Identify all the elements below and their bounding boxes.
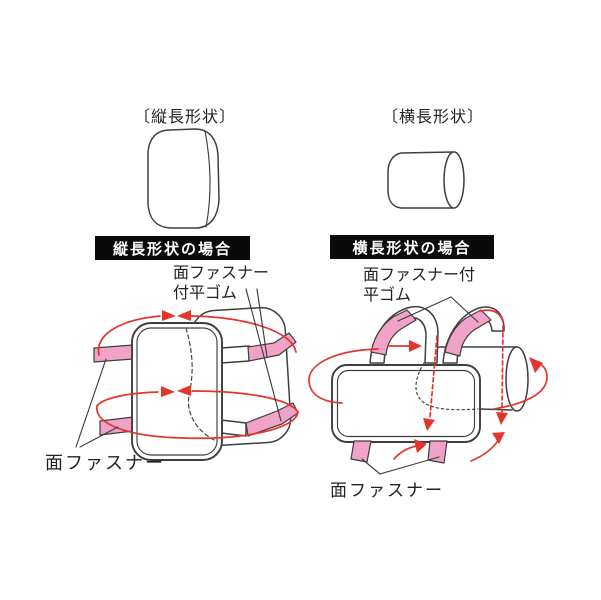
leader-line-velcro-upper bbox=[75, 358, 107, 448]
pull-down-arrow-right-hook bbox=[480, 309, 504, 323]
arrowhead-top-right bbox=[177, 310, 191, 321]
velcro-annotation-right: 面ファスナー bbox=[330, 481, 444, 500]
velcro-tab-left bbox=[350, 440, 372, 463]
velcro-tab-right bbox=[427, 440, 448, 464]
strap-direction-arrowhead bbox=[409, 340, 422, 352]
leader-line-tab-right bbox=[379, 456, 440, 475]
velcro-strap-left bbox=[370, 309, 417, 356]
pull-down-arrowhead-left bbox=[423, 418, 435, 431]
tab-fold-arrow-line bbox=[393, 445, 417, 460]
pull-down-arrowhead-right bbox=[496, 412, 508, 425]
headrest-cylinder-face bbox=[505, 346, 529, 412]
leader-line-tab-left bbox=[361, 458, 381, 475]
leader-line-strap-right bbox=[450, 296, 479, 323]
velcro-strap-upper-left bbox=[93, 344, 134, 363]
arrowhead-mid-right bbox=[177, 385, 191, 396]
leader-line-velcro-lower bbox=[79, 426, 119, 448]
strap-annotation-left-line1: 面ファスナー bbox=[173, 265, 270, 282]
sample-pillow-horizontal bbox=[387, 151, 465, 209]
banner-vertical-case: 縦長形状の場合 bbox=[95, 236, 250, 260]
pillow-vertical-face-edge bbox=[204, 130, 211, 228]
velcro-strap-upper-right bbox=[247, 332, 297, 362]
wrap-arrow-bottom-arc bbox=[96, 405, 299, 440]
diagram-horizontal-case bbox=[308, 296, 548, 475]
wrap-up-arrowhead bbox=[492, 432, 505, 444]
pillow-horizontal-outline bbox=[387, 151, 454, 209]
wrap-arrow-top-left-arc bbox=[97, 315, 161, 356]
pull-down-arrow-left-line bbox=[429, 335, 438, 418]
pad-outline-inner bbox=[336, 369, 476, 438]
tab-fold-arrowhead bbox=[414, 439, 427, 453]
pull-down-arrow-right-line bbox=[501, 325, 504, 413]
vertical-shape-title: 〔縦長形状〕 bbox=[134, 109, 237, 126]
strap-annotation-left-line2: 付平ゴム bbox=[173, 285, 238, 302]
pillow-vertical-outline bbox=[147, 128, 220, 229]
wrap-arrow-left-arc bbox=[308, 348, 379, 404]
leader-line-strap-b bbox=[256, 288, 268, 358]
velcro-strap-right bbox=[444, 309, 492, 357]
wrap-up-arrow-line bbox=[470, 438, 500, 462]
sample-pillow-vertical bbox=[147, 128, 220, 229]
elastic-band-upper-right bbox=[220, 345, 250, 364]
strap-annotation-right: 面ファスナー付 平ゴム bbox=[363, 266, 475, 306]
strap-annotation-right-line1: 面ファスナー付 bbox=[363, 267, 476, 284]
strap-annotation-left: 面ファスナー 付平ゴム bbox=[173, 264, 269, 304]
leader-line-strap-left bbox=[397, 296, 452, 322]
wrap-arrow-right-arrowhead bbox=[529, 357, 543, 373]
pillow-horizontal-face-edge bbox=[443, 151, 465, 209]
banner-horizontal-case: 横長形状の場合 bbox=[330, 235, 494, 259]
diagram-vertical-case bbox=[75, 288, 299, 461]
wrap-arrow-mid-right-arc bbox=[191, 390, 299, 413]
horizontal-shape-title: 〔横長形状〕 bbox=[382, 109, 485, 126]
leader-line-strap-a bbox=[245, 288, 282, 422]
pad-outline-outer bbox=[331, 364, 481, 443]
velcro-annotation-left: 面ファスナー bbox=[45, 453, 165, 473]
arrowhead-mid-left bbox=[161, 386, 175, 397]
hidden-cylinder-edge-dotted bbox=[415, 362, 479, 411]
arrowhead-top-left bbox=[162, 310, 176, 321]
wrap-arrow-mid-left-arc bbox=[96, 391, 159, 407]
hidden-edge-dashed bbox=[185, 327, 217, 442]
elastic-band-lower-right bbox=[220, 419, 247, 437]
strap-annotation-right-line2: 平ゴム bbox=[363, 287, 412, 304]
